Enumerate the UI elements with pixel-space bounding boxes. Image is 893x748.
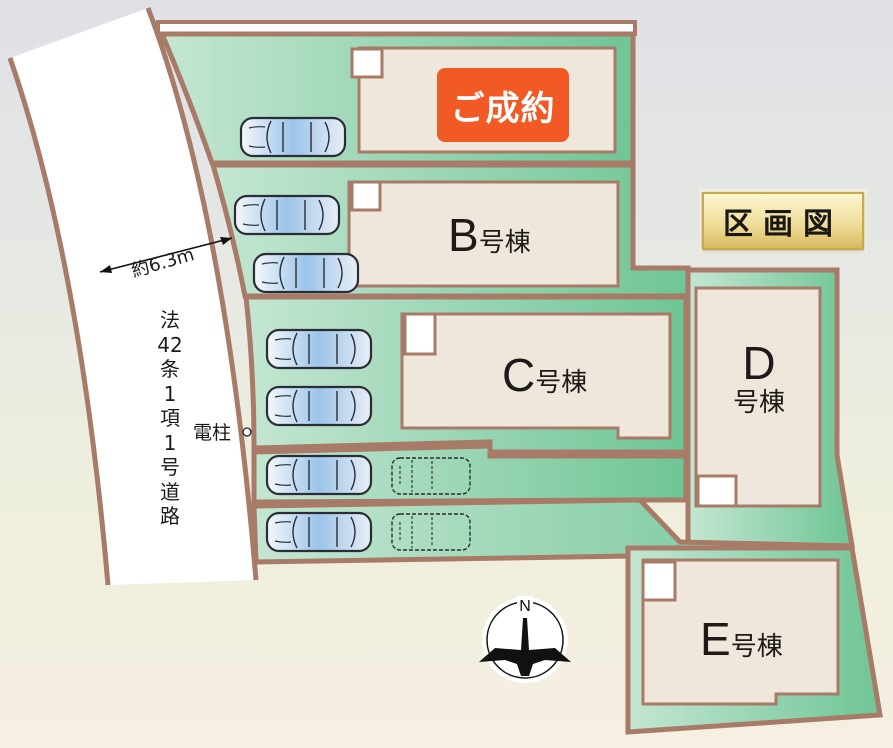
road-label-char: 道: [160, 479, 180, 504]
road-label-char: 法: [160, 308, 180, 332]
car-icon: [265, 385, 373, 427]
car-icon: [265, 328, 373, 370]
car-icon: [265, 511, 373, 553]
road-label-char: 1: [163, 381, 177, 406]
car-icon: [265, 454, 373, 496]
lot-e-label: E号棟: [700, 616, 783, 662]
car-icon: [239, 116, 347, 158]
road-label: 法 42 条 1 項 1 号 道 路: [155, 308, 185, 529]
road-label-char: 項: [160, 406, 180, 430]
road-label-char: 条: [160, 357, 180, 381]
width-arrow: [99, 237, 233, 273]
lot-suffix: 号棟: [730, 632, 783, 662]
road-label-char: 1: [163, 430, 177, 455]
lot-letter: D: [742, 337, 776, 389]
road: [7, 7, 259, 586]
lot-d-label: D 号棟: [727, 340, 791, 416]
utility-pole-icon: [242, 427, 252, 437]
road-label-char: 42: [157, 332, 183, 357]
lot-suffix: 号棟: [732, 388, 785, 418]
lot-c-label: C号棟: [502, 352, 587, 398]
car-icon: [233, 194, 341, 236]
lot-suffix: 号棟: [478, 228, 531, 258]
lot-b-label: B号棟: [448, 212, 531, 258]
utility-pole-label: 電柱: [193, 422, 232, 444]
lot-suffix: 号棟: [535, 368, 588, 398]
compass-icon: [479, 596, 571, 683]
lot-letter: B: [448, 209, 479, 261]
road-label-char: 号: [160, 455, 180, 479]
compass-n: N: [519, 598, 531, 615]
road-label-char: 路: [160, 504, 180, 528]
lot-letter: C: [502, 349, 536, 401]
title-badge: 区画図: [702, 192, 864, 250]
car-icon: [252, 252, 360, 294]
lot-letter: E: [700, 613, 731, 665]
sold-badge: ご成約: [437, 68, 569, 142]
